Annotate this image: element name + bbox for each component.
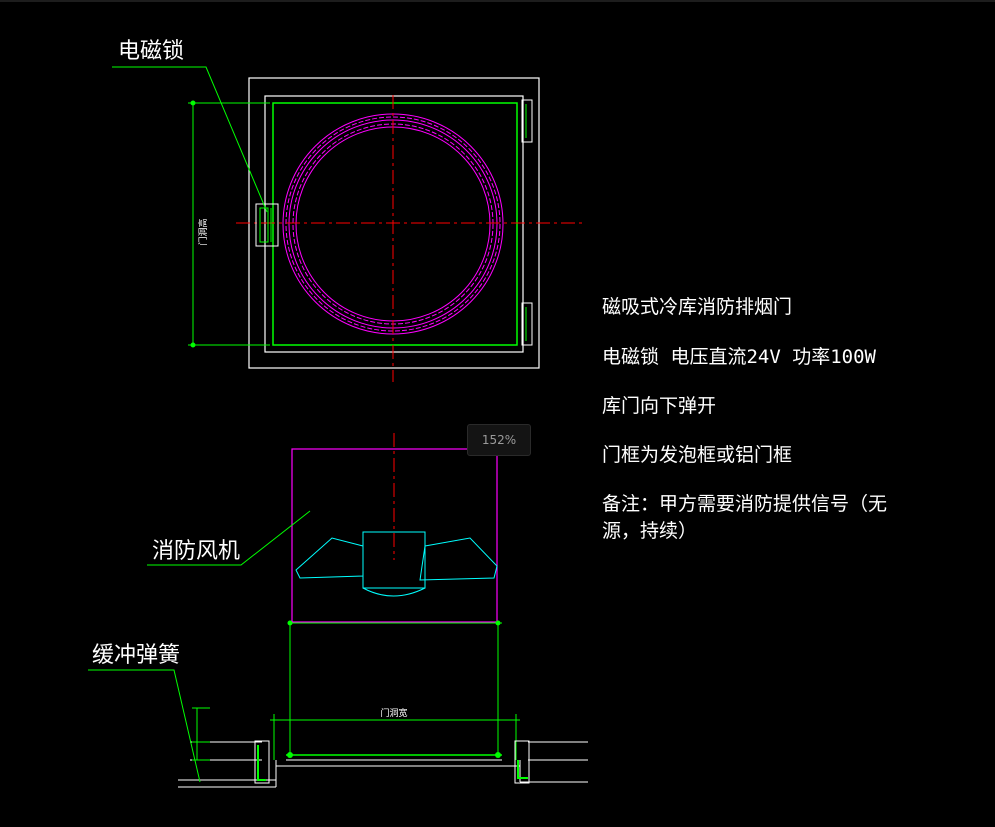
fan-callout: 消防风机 — [147, 510, 311, 566]
zoom-indicator: 152% — [467, 424, 531, 456]
hinge-top — [521, 99, 533, 143]
note-opening: 库门向下弹开 — [602, 395, 716, 417]
electromagnetic-lock — [255, 203, 279, 247]
frame-left — [254, 740, 270, 784]
note-remark-line1: 备注：甲方需要消防提供信号（无 — [602, 493, 887, 515]
door-panel — [272, 102, 518, 346]
door-height-label: 门洞高 — [197, 218, 209, 245]
door-top-view: 门洞高 — [188, 77, 582, 382]
note-remark-line2: 源，持续） — [602, 520, 697, 542]
door-width-label: 门洞宽 — [380, 707, 407, 719]
note-title: 磁吸式冷库消防排烟门 — [602, 296, 792, 318]
inner-frame — [264, 95, 524, 353]
door-leaf-section — [286, 752, 502, 761]
hinge-bottom — [521, 302, 533, 346]
lock-label: 电磁锁 — [118, 39, 184, 64]
spring-label: 缓冲弹簧 — [92, 643, 180, 668]
notes-block: 磁吸式冷库消防排烟门 电磁锁 电压直流24V 功率100W 库门向下弹开 门框为… — [602, 296, 887, 542]
door-width-dimension — [270, 714, 520, 760]
wall-section — [178, 741, 588, 788]
center-lines — [236, 95, 582, 382]
fan-label: 消防风机 — [152, 539, 240, 564]
fan-housing — [291, 448, 498, 623]
spring-gap-dimension — [192, 707, 210, 761]
housing-width-dimension — [287, 620, 502, 755]
spring-callout: 缓冲弹簧 — [88, 643, 201, 783]
note-frame: 门框为发泡框或铝门框 — [602, 444, 792, 466]
fan-section-view: 门洞宽 — [178, 433, 588, 788]
fan-blades — [295, 531, 498, 597]
note-lock-spec: 电磁锁 电压直流24V 功率100W — [602, 346, 877, 368]
lock-callout: 电磁锁 — [112, 39, 268, 213]
frame-right — [514, 740, 530, 784]
door-height-dimension — [188, 100, 270, 348]
